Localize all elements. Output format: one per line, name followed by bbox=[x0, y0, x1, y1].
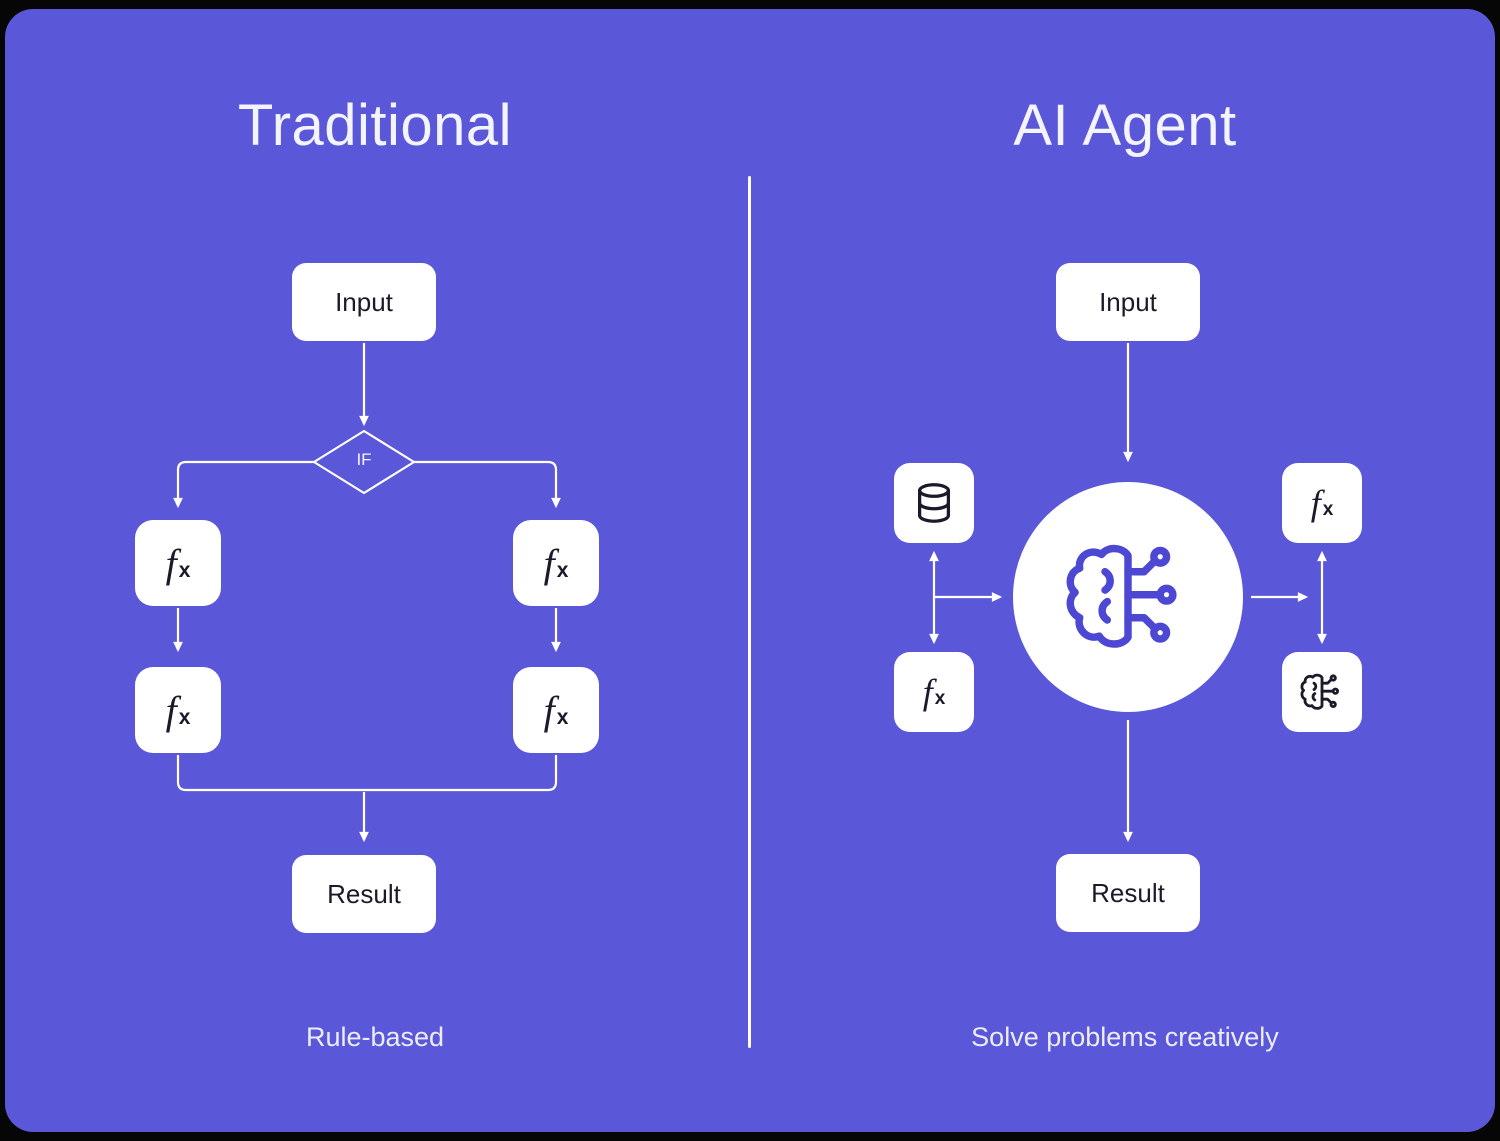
fx-x: x bbox=[934, 688, 946, 709]
result-label: Result bbox=[1091, 877, 1165, 908]
database-icon bbox=[917, 483, 951, 523]
if-condition-label: IF bbox=[356, 450, 372, 469]
fx-x: x bbox=[178, 558, 191, 582]
fx-f: f bbox=[165, 540, 177, 586]
right-caption: Solve problems creatively bbox=[971, 1022, 1279, 1052]
fx-f: f bbox=[1310, 483, 1321, 523]
fx-x: x bbox=[556, 558, 569, 582]
fx-x: x bbox=[1322, 499, 1334, 520]
input-label: Input bbox=[1099, 286, 1157, 317]
fx-x: x bbox=[556, 705, 569, 729]
fx-f: f bbox=[922, 672, 933, 712]
traditional-title: Traditional bbox=[237, 93, 513, 158]
left-caption: Rule-based bbox=[305, 1022, 445, 1052]
result-box-right: Result bbox=[1056, 854, 1200, 932]
input-box-right: Input bbox=[1056, 263, 1200, 341]
database-box bbox=[894, 463, 974, 543]
fx-f: f bbox=[165, 687, 177, 733]
chip-box bbox=[1282, 652, 1362, 732]
chip-icon bbox=[1300, 673, 1339, 710]
brain-circuit-icon bbox=[1066, 544, 1177, 648]
fx-f: f bbox=[543, 687, 555, 733]
result-label: Result bbox=[327, 878, 401, 909]
result-box-left: Result bbox=[292, 855, 436, 933]
panel-divider bbox=[748, 176, 751, 1048]
input-label: Input bbox=[335, 286, 393, 317]
ai-agent-title: AI Agent bbox=[1013, 93, 1237, 158]
input-box-left: Input bbox=[292, 263, 436, 341]
fx-f: f bbox=[543, 540, 555, 586]
agent-circle bbox=[1013, 482, 1243, 712]
fx-x: x bbox=[178, 705, 191, 729]
